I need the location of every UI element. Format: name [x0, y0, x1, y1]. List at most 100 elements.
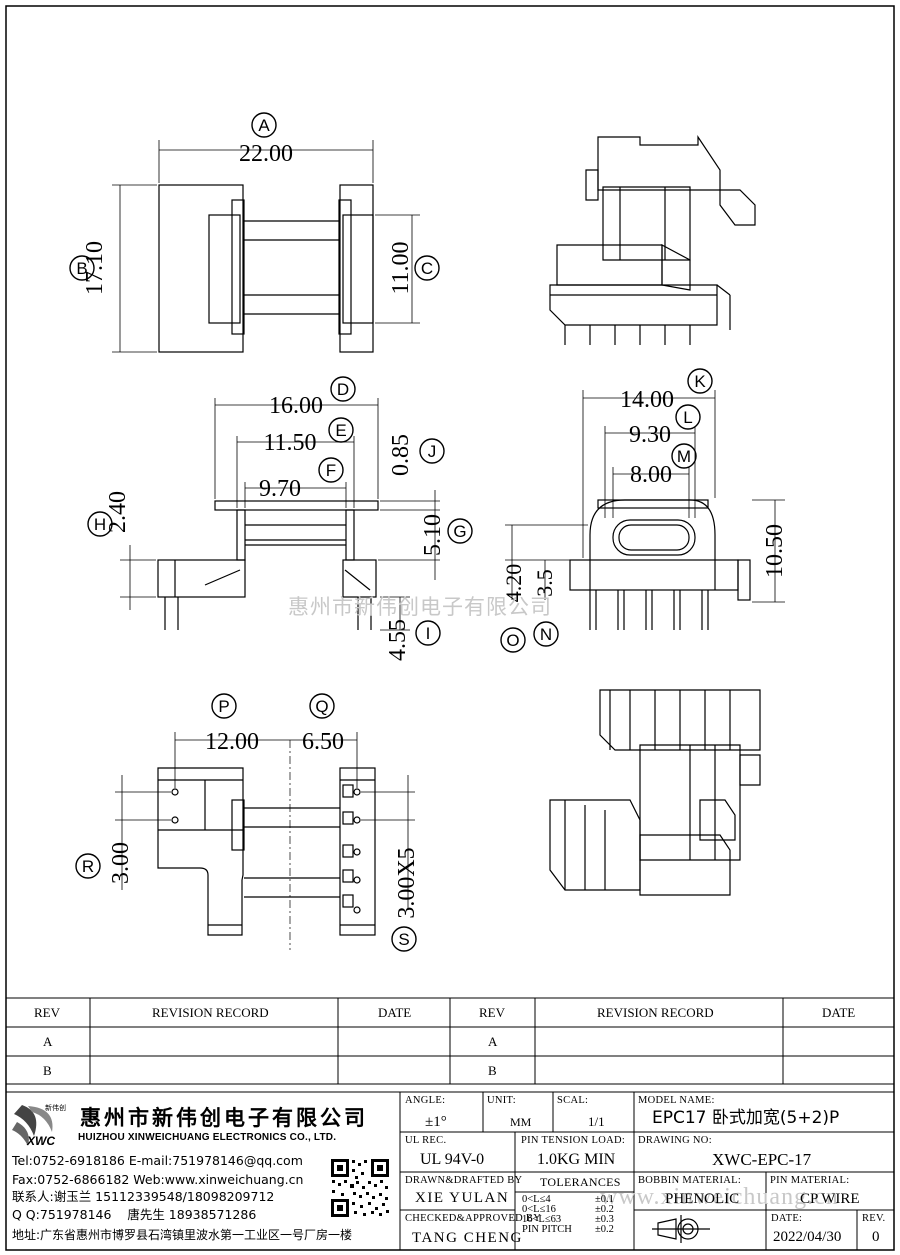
dim-S-value: 3.00X5 — [394, 847, 420, 918]
dimension-callouts: A B C D E F J G H I K L M O N P Q R S — [69, 112, 713, 952]
checked-by-label: CHECKED&APPROVED BY — [405, 1213, 542, 1224]
callout-P: P — [218, 697, 229, 716]
dim-D-value: 16.00 — [269, 393, 323, 419]
dim-R-value: 3.00 — [108, 842, 134, 884]
bobbin-material-value: PHENOLIC — [665, 1191, 740, 1207]
drawing-no-label: DRAWING NO: — [638, 1135, 712, 1146]
pin-tension-label: PIN TENSION LOAD: — [521, 1135, 626, 1146]
watermark-center: 惠州市新伟创电子有限公司 — [288, 595, 552, 619]
company-address: 地址:广东省惠州市博罗县石湾镇里波水第一工业区一号厂房一楼 — [12, 1228, 353, 1242]
callout-E: E — [335, 421, 346, 440]
tolerance-range-4: PIN PITCH — [522, 1224, 572, 1235]
callout-L: L — [683, 408, 692, 427]
date-header-right: DATE — [822, 1005, 856, 1020]
tolerance-values: ±0.1 ±0.2 ±0.3 ±0.2 — [595, 1194, 614, 1235]
front-view — [120, 398, 440, 631]
dim-M-value: 8.00 — [630, 462, 672, 488]
bottom-view — [115, 732, 415, 950]
iso-view-top — [549, 135, 756, 345]
dim-K-value: 14.00 — [620, 387, 674, 413]
callout-D: D — [337, 380, 349, 399]
tolerance-ranges: 0<L≤4 0<L≤16 16<L≤63 PIN PITCH — [522, 1194, 572, 1235]
dimension-labels: 22.00 17.10 11.00 16.00 11.50 9.70 0.85 … — [82, 141, 788, 919]
unit-label: UNIT: — [487, 1095, 516, 1106]
dim-Q-value: 6.50 — [302, 729, 344, 755]
company-tel: Tel:0752-6918186 E-mail:751978146@qq.com — [12, 1153, 303, 1168]
scale-label: SCAL: — [557, 1095, 589, 1106]
angle-label: ANGLE: — [405, 1095, 446, 1106]
date-label: DATE: — [771, 1213, 803, 1224]
date-value: 2022/04/30 — [773, 1229, 842, 1245]
model-name-label: MODEL NAME: — [638, 1095, 715, 1106]
callout-R: R — [82, 857, 94, 876]
watermark-bottom: www.xinweichuang.cn — [600, 1184, 839, 1210]
callout-A: A — [258, 116, 270, 135]
callout-B: B — [76, 259, 87, 278]
tolerance-range-3: 16<L≤63 — [522, 1214, 562, 1225]
callout-S: S — [398, 930, 409, 949]
dim-O-value: 4.20 — [501, 564, 526, 603]
callout-N: N — [540, 625, 552, 644]
pin-material-label: PIN MATERIAL: — [770, 1175, 850, 1186]
rev-header-left: REV — [34, 1005, 60, 1020]
top-view — [112, 140, 420, 353]
iso-view-bottom — [549, 689, 761, 896]
scale-value: 1/1 — [588, 1114, 605, 1129]
company-fax: Fax:0752-6866182 Web:www.xinweichuang.cn — [12, 1172, 304, 1187]
tolerance-value-1: ±0.1 — [595, 1194, 614, 1205]
callout-O: O — [506, 631, 519, 650]
ul-rec-value: UL 94V-0 — [420, 1151, 485, 1168]
dim-J-value: 0.85 — [388, 434, 414, 476]
ul-rec-label: UL REC. — [405, 1135, 447, 1146]
dim-P-value: 12.00 — [205, 729, 259, 755]
angle-value: ±1° — [425, 1114, 447, 1130]
bobbin-material-label: BOBBIN MATERIAL: — [638, 1175, 742, 1186]
dim-E-value: 11.50 — [263, 430, 316, 456]
dim-F-value: 9.70 — [259, 476, 301, 502]
model-name-value: EPC17 卧式加宽(5+2)P — [652, 1108, 840, 1128]
dim-A-value: 22.00 — [239, 141, 293, 167]
callout-F: F — [326, 461, 336, 480]
dim-10-50-value: 10.50 — [762, 524, 788, 578]
tolerance-range-1: 0<L≤4 — [522, 1194, 551, 1205]
rev-row-b-left: B — [43, 1063, 52, 1078]
dim-N-value: 3.5 — [532, 569, 557, 597]
callout-C: C — [421, 259, 433, 278]
callout-J: J — [428, 442, 437, 461]
drawing-no-value: XWC-EPC-17 — [712, 1150, 812, 1169]
dim-C-value: 11.00 — [388, 241, 414, 294]
checked-by-value: TANG CHENG — [412, 1230, 523, 1246]
dim-L-value: 9.30 — [629, 422, 671, 448]
company-logo: 新伟创 XWC — [12, 1103, 66, 1148]
rev-label: REV. — [862, 1213, 886, 1224]
unit-value: MM — [510, 1115, 532, 1129]
qr-code — [330, 1158, 390, 1218]
revision-table-grid — [6, 997, 894, 1085]
callout-Q: Q — [315, 697, 328, 716]
rev-value: 0 — [872, 1229, 880, 1245]
rev-header-right: REV — [479, 1005, 505, 1020]
revision-record-header-left: REVISION RECORD — [152, 1005, 269, 1020]
company-qq: Q Q:751978146 唐先生 18938571286 — [12, 1207, 257, 1222]
pin-tension-value: 1.0KG MIN — [537, 1151, 616, 1168]
dim-I-value: 4.55 — [385, 619, 411, 661]
tolerance-range-2: 0<L≤16 — [522, 1204, 556, 1215]
callout-H: H — [94, 515, 106, 534]
callout-M: M — [677, 447, 691, 466]
drawn-by-value: XIE YULAN — [415, 1190, 510, 1206]
pin-material-value: CP WIRE — [800, 1191, 860, 1207]
drawing-border — [5, 5, 895, 1251]
drawn-by-label: DRAWN&DRAFTED BY — [405, 1175, 523, 1186]
dim-H-value: 2.40 — [105, 491, 131, 533]
rev-row-b-right: B — [488, 1063, 497, 1078]
company-name-cn: 惠州市新伟创电子有限公司 — [80, 1106, 368, 1130]
tolerances-label: TOLERANCES — [540, 1175, 621, 1189]
dim-B-value: 17.10 — [82, 241, 108, 295]
callout-I: I — [426, 624, 431, 643]
company-name-en: HUIZHOU XINWEICHUANG ELECTRONICS CO., LT… — [78, 1132, 337, 1143]
rev-row-a-left: A — [43, 1034, 53, 1049]
logo-small-text: 新伟创 — [45, 1103, 66, 1112]
dim-G-value: 5.10 — [420, 514, 446, 556]
tolerance-value-4: ±0.2 — [595, 1224, 614, 1235]
